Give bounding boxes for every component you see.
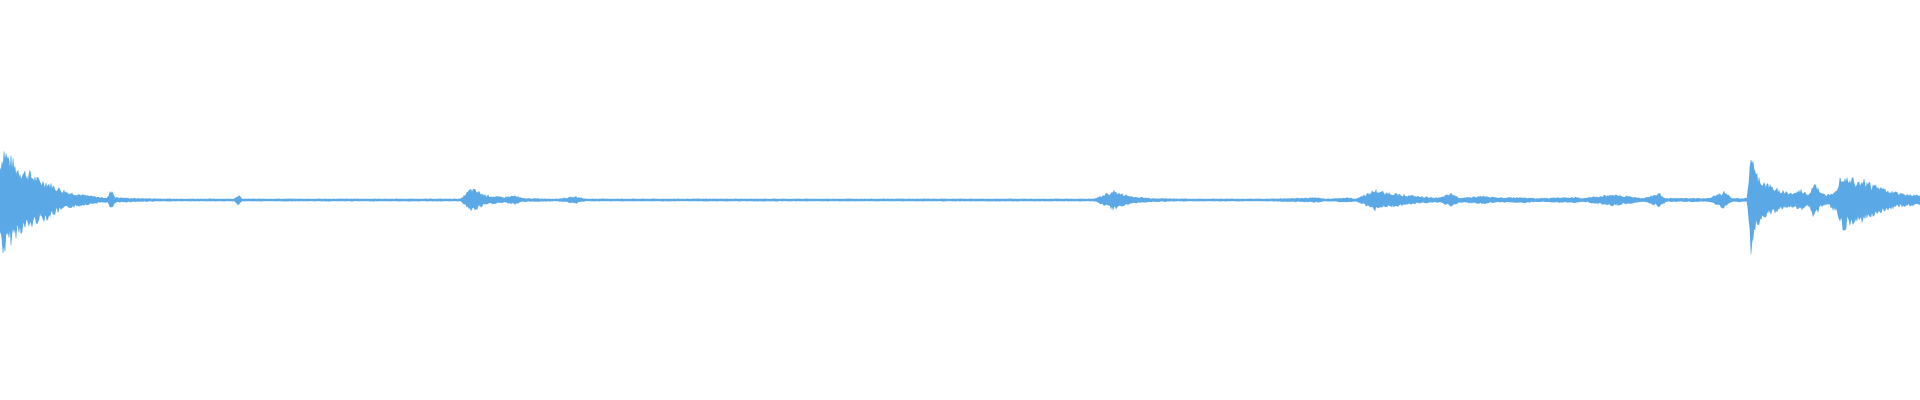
waveform-shape: [0, 151, 1920, 254]
